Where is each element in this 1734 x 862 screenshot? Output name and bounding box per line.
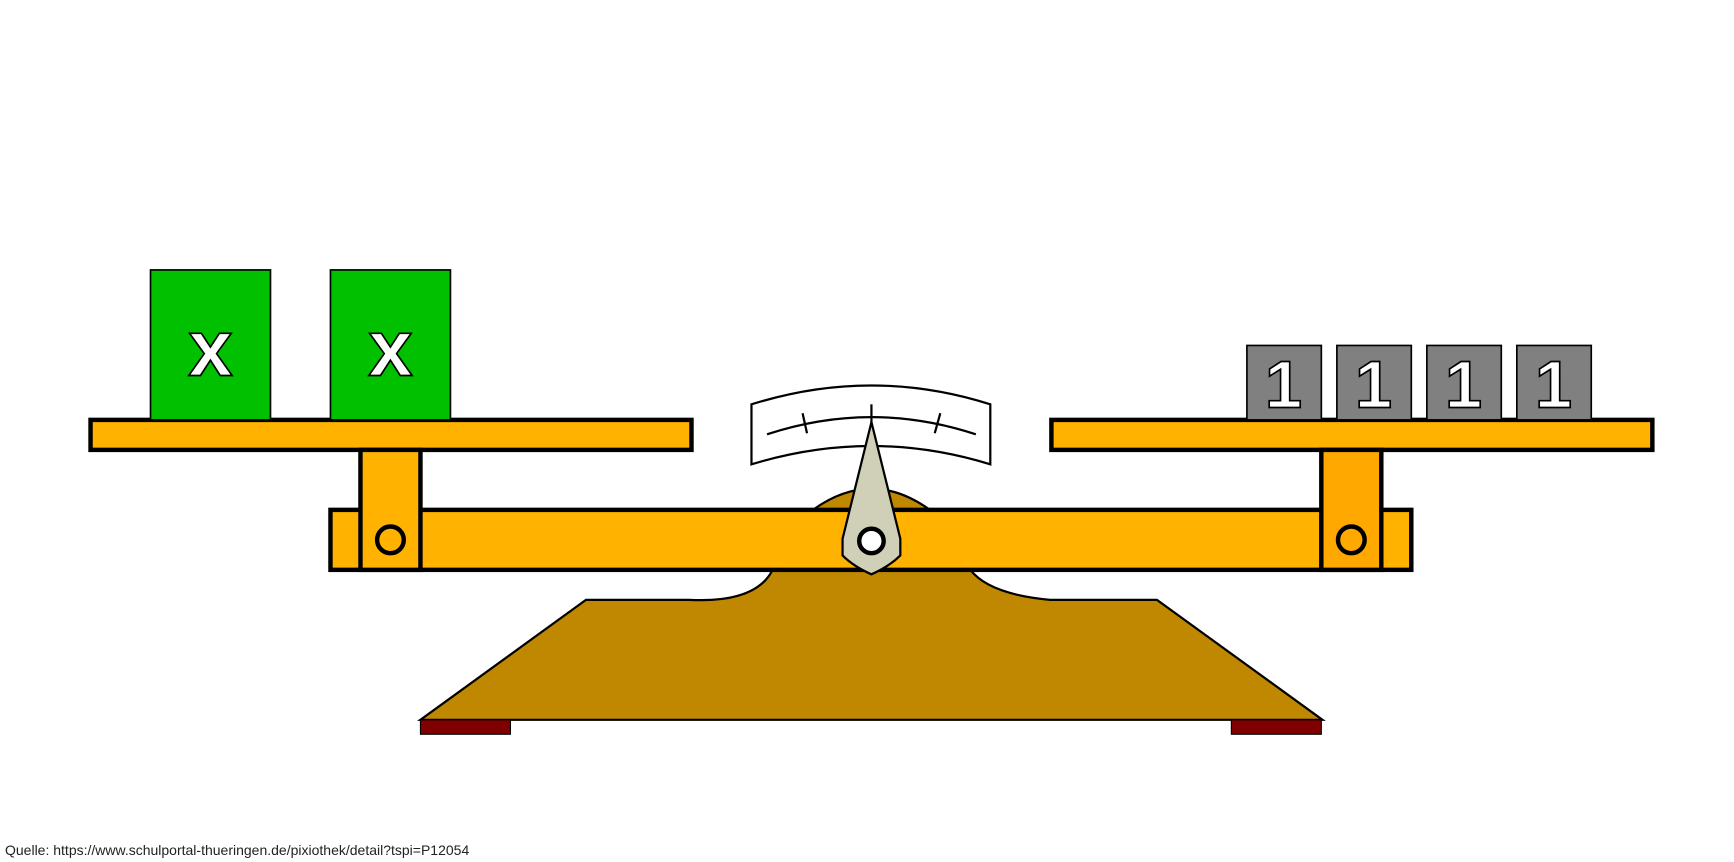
scale-base bbox=[417, 568, 1326, 721]
left-pan-post bbox=[358, 447, 423, 573]
unit-block: 1 bbox=[1426, 344, 1503, 424]
x-block-label: x bbox=[188, 303, 232, 392]
dial-tick-left bbox=[801, 412, 809, 434]
unit-block: 1 bbox=[1336, 344, 1413, 424]
unit-block-label: 1 bbox=[1265, 349, 1302, 423]
right-pan-post bbox=[1319, 447, 1384, 573]
unit-block-label: 1 bbox=[1535, 349, 1572, 423]
dial-tick-right bbox=[933, 412, 942, 434]
unit-block: 1 bbox=[1515, 344, 1593, 424]
left-pan bbox=[88, 417, 694, 453]
base-foot-left bbox=[419, 719, 511, 735]
unit-block-label: 1 bbox=[1445, 349, 1482, 423]
x-block: x bbox=[149, 269, 272, 421]
x-block-label: x bbox=[368, 303, 412, 392]
unit-block-label: 1 bbox=[1355, 349, 1392, 423]
source-credit: Quelle: https://www.schulportal-thuering… bbox=[5, 842, 470, 858]
pivot-icon bbox=[857, 526, 886, 556]
left-hinge-icon bbox=[374, 524, 407, 556]
right-pan bbox=[1049, 417, 1655, 453]
x-block: x bbox=[329, 269, 452, 421]
unit-block: 1 bbox=[1246, 344, 1323, 424]
pointer-needle bbox=[841, 421, 902, 576]
right-hinge-icon bbox=[1335, 524, 1367, 556]
base-foot-right bbox=[1230, 719, 1322, 735]
